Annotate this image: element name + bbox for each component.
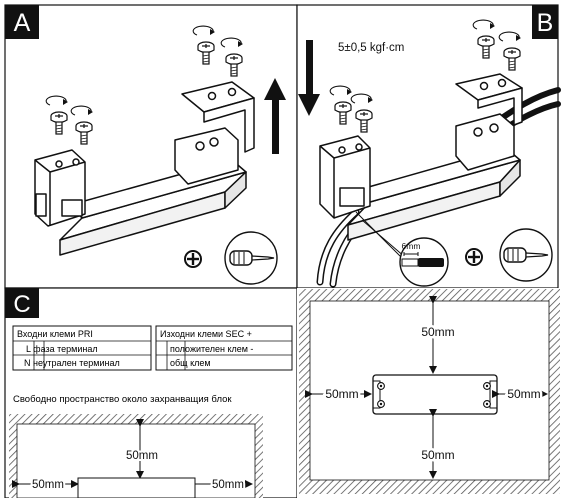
phillips-screw-symbol	[184, 250, 202, 268]
terminal-cover-right	[455, 73, 523, 126]
clearance-right-label-halo: 50mm	[212, 479, 244, 491]
clearance-bottom-label-halo: 50mm	[421, 448, 454, 462]
input-n-terminal: N неутрален терминал	[24, 358, 120, 368]
output-positive-terminal: положителен клем -	[170, 344, 253, 354]
phillips-screw-symbol	[465, 248, 483, 266]
terminal-table-input: Входни клеми PRI L фаза терминал N неутр…	[12, 325, 152, 371]
clearance-left-label-halo: 50mm	[325, 387, 358, 401]
panel-b-letter: B	[537, 9, 554, 37]
clearance-diagram-partial: 50mm 50mm 50mm 50mm 50mm 50mm	[9, 414, 263, 499]
clearance-top-label: 50mm	[421, 325, 454, 339]
clearance-top-label-halo: 50mm	[421, 325, 454, 339]
input-terminals-heading: Входни клеми PRI	[17, 329, 93, 339]
input-l-terminal: L фаза терминал	[26, 344, 98, 354]
power-supply-unit-top-view	[372, 374, 498, 415]
clearance-top-label: 50mm	[126, 450, 158, 462]
clearance-right-label: 50mm	[507, 387, 540, 401]
panel-c-letter: C	[13, 291, 30, 318]
clearance-top-label-halo: 50mm	[126, 450, 158, 462]
press-down-arrow-icon	[298, 40, 320, 116]
clearance-left-label-halo: 50mm	[32, 479, 64, 491]
terminal-table-output: Изходни клеми SEC + положителен клем - о…	[155, 325, 293, 371]
screwdriver-icon	[224, 231, 278, 285]
power-supply-unit	[34, 127, 247, 256]
lift-arrow-icon	[264, 78, 286, 154]
panel-b: B 5±0,5 kgf·cm	[296, 4, 561, 289]
clearance-caption: Свободно пространство около захранващия …	[13, 394, 232, 405]
terminal-cover-right	[181, 81, 255, 153]
output-common-terminal: общ клем	[170, 358, 211, 368]
panel-c: C Входни клеми PRI L фаза терминал N неу…	[4, 287, 298, 499]
output-terminals-heading: Изходни клеми SEC +	[160, 329, 252, 339]
power-supply-unit	[319, 113, 521, 241]
screwdriver-icon	[499, 228, 553, 282]
strip-length-label: 6mm	[402, 241, 421, 251]
clearance-diagram: 50mm 50mm 50mm 50mm 50mm 50mm 50mm 50mm	[297, 288, 563, 498]
torque-label: 5±0,5 kgf·cm	[338, 42, 404, 54]
clearance-left-label: 50mm	[325, 387, 358, 401]
clearance-bottom-label: 50mm	[421, 448, 454, 462]
clearance-right-label: 50mm	[212, 479, 244, 491]
clearance-left-label: 50mm	[32, 479, 64, 491]
wire-strip-detail: 6mm	[355, 211, 449, 287]
panel-a: A	[4, 4, 298, 289]
panel-a-letter: A	[14, 9, 31, 37]
clearance-right-label-halo: 50mm	[507, 387, 540, 401]
